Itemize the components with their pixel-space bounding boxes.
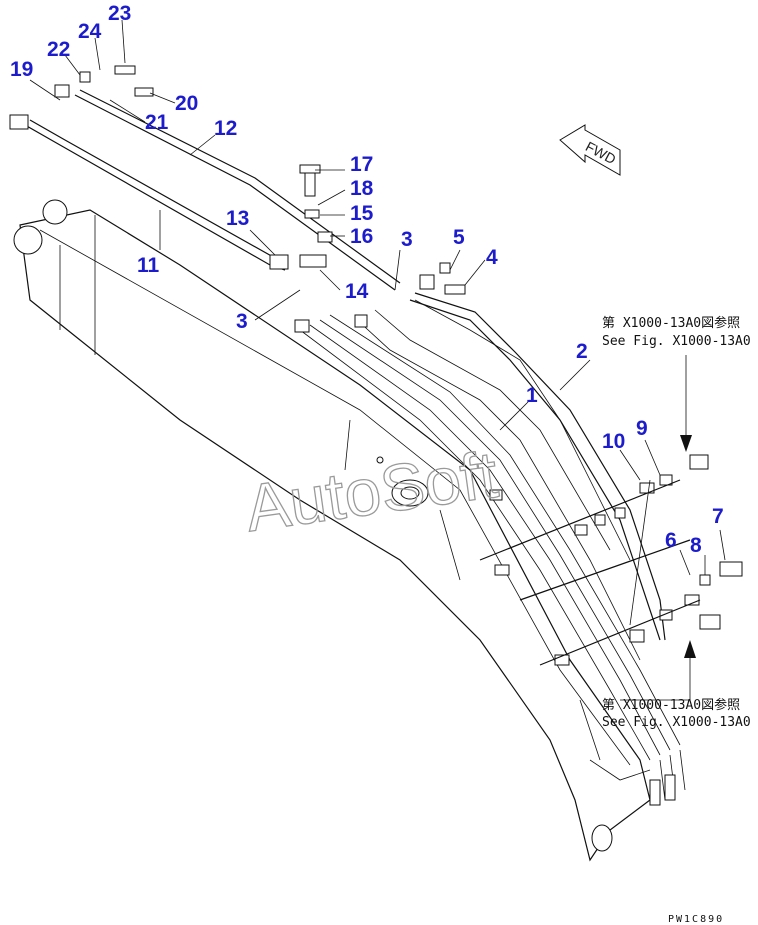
callout-1: 1 [526,384,538,407]
callout-9: 9 [636,417,648,440]
callout-5: 5 [453,226,465,249]
callout-4: 4 [486,246,498,269]
figure-references: 第 X1000-13A0図参照 See Fig. X1000-13A0 第 X1… [602,315,751,730]
watermark-text: AutoSoft [241,437,502,546]
callout-19: 19 [10,58,33,81]
reference-arrows [620,355,696,701]
hydraulic-lines [299,299,686,806]
ref-bottom-en: See Fig. X1000-13A0 [602,715,751,730]
callout-3: 3 [401,228,413,251]
ref-bottom-jp: 第 X1000-13A0図参照 [602,697,740,713]
callout-8: 8 [690,534,702,557]
callout-7: 7 [712,505,724,528]
ref-top-jp: 第 X1000-13A0図参照 [602,315,740,331]
boom-body [13,199,651,862]
clamp-bars [479,479,701,666]
callout-12: 12 [214,117,237,140]
callout-11: 11 [137,254,160,277]
callout-21: 21 [145,111,169,134]
callout-3b: 3 [236,310,248,333]
callout-16: 16 [350,225,373,248]
callout-6: 6 [665,529,677,552]
callout-18: 18 [350,177,374,200]
small-parts [9,65,743,666]
pipe-11-12 [24,89,666,641]
callout-24: 24 [78,20,102,43]
callout-23: 23 [108,2,131,25]
leader-lines [29,19,726,576]
callout-17: 17 [350,153,373,176]
drawing-code: PW1C890 [668,914,724,925]
callout-14: 14 [345,280,369,303]
callout-15: 15 [350,202,374,225]
callout-22: 22 [47,38,70,61]
fwd-arrow: FWD [559,124,621,176]
ref-top-en: See Fig. X1000-13A0 [602,334,751,349]
callouts: 1 2 3 3 4 5 6 7 8 9 10 11 12 13 14 15 16… [10,2,724,557]
callout-13: 13 [226,207,249,230]
callout-10: 10 [602,430,625,453]
callout-20: 20 [175,92,198,115]
callout-2: 2 [576,340,588,363]
